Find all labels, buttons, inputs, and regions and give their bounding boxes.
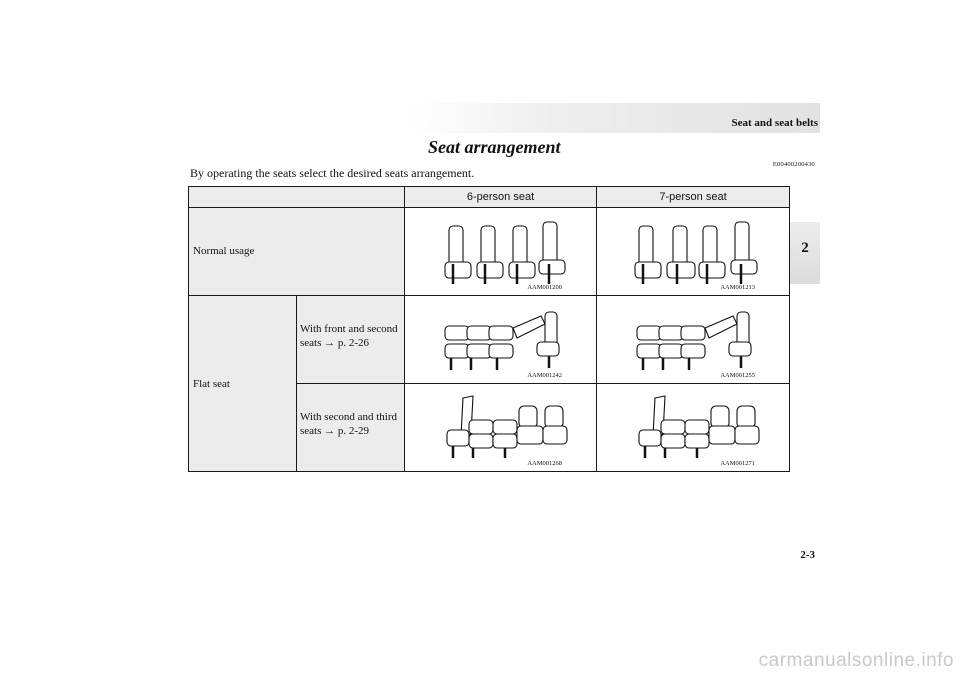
figure-cell: AAM001255 [596, 295, 790, 384]
seat-illustration [638, 395, 760, 458]
row-label-flat-seat: Flat seat [188, 295, 297, 472]
seat-illustration [444, 311, 560, 370]
seat-illustration [634, 221, 758, 284]
figure-cell: AAM001242 [404, 295, 597, 384]
header-blank-cell [188, 186, 405, 208]
row-label-normal-usage: Normal usage [188, 207, 405, 296]
figure-code: AAM001268 [527, 460, 562, 467]
sub-label-line: With front and second [300, 323, 398, 335]
page-title: Seat arrangement [428, 137, 561, 157]
chapter-tab: 2 [801, 240, 809, 256]
seat-illustration [444, 221, 566, 284]
sub-label-line: seats → p. 2-26 [300, 336, 370, 349]
figure-code: AAM001200 [527, 284, 562, 291]
document-code: E00400200430 [772, 161, 815, 168]
seat-illustration [636, 311, 752, 370]
figure-code: AAM001271 [720, 460, 755, 467]
section-title: Seat and seat belts [731, 117, 818, 129]
header-band [410, 103, 820, 133]
figure-cell: AAM001200 [404, 207, 597, 296]
seat-illustration [446, 395, 568, 458]
figure-code: AAM001242 [527, 372, 562, 379]
page-number: 2-3 [800, 549, 815, 561]
figure-code: AAM001213 [720, 284, 755, 291]
sub-label-second-third: With second and third seats → p. 2-29 [296, 383, 405, 472]
sub-label-line: With second and third [300, 411, 398, 423]
sub-label-front-second: With front and second seats → p. 2-26 [296, 295, 405, 384]
figure-cell: AAM001268 [404, 383, 597, 472]
seat-arrangement-table: 6-person seat 7-person seat Normal usage… [188, 186, 790, 472]
figure-cell: AAM001271 [596, 383, 790, 472]
sub-label-line: seats → p. 2-29 [300, 424, 370, 437]
column-header-6-person: 6-person seat [404, 186, 597, 208]
chapter-tab-band [790, 222, 820, 284]
watermark-link[interactable]: carmanualsonline.info [758, 650, 954, 671]
figure-cell: AAM001213 [596, 207, 790, 296]
intro-text: By operating the seats select the desire… [190, 166, 475, 180]
figure-code: AAM001255 [720, 372, 755, 379]
column-header-7-person: 7-person seat [596, 186, 790, 208]
